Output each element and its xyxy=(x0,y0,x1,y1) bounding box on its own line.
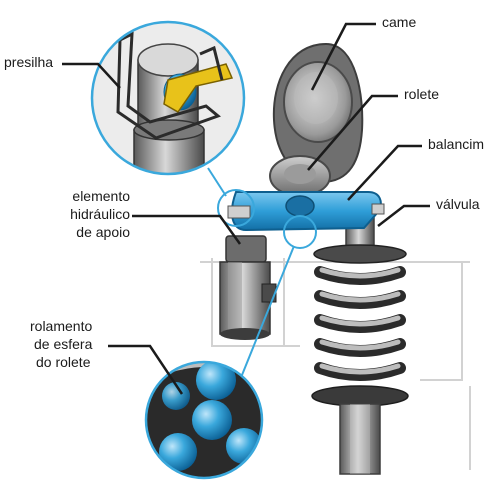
valve-assembly xyxy=(311,207,409,475)
label-elemento-line1: elemento xyxy=(72,188,130,204)
valve-spring xyxy=(314,266,406,381)
roller xyxy=(269,155,331,197)
detail-markers xyxy=(217,189,317,249)
pointer-rolete xyxy=(307,94,398,171)
label-pointers xyxy=(62,22,430,395)
rocker-arm xyxy=(227,191,385,232)
label-rolamento-line2: de esfera xyxy=(34,336,93,352)
pointer-came xyxy=(310,22,376,91)
pointer-valvula xyxy=(377,204,430,227)
label-valvula: válvula xyxy=(436,196,480,212)
label-rolamento-line1: rolamento xyxy=(30,318,93,334)
label-rolete: rolete xyxy=(404,86,440,102)
clip-detail-inset xyxy=(90,20,246,176)
label-elemento-line2: hidráulico xyxy=(70,206,130,222)
label-presilha: presilha xyxy=(4,54,54,70)
label-rolamento-line3: do rolete xyxy=(36,354,91,370)
pointer-elemento xyxy=(132,214,242,245)
hydraulic-support-element xyxy=(219,235,277,340)
pointer-presilha xyxy=(62,62,121,89)
pointer-rolamento xyxy=(108,344,184,395)
detail-connector-lines xyxy=(207,167,295,381)
bearing-detail-inset xyxy=(144,360,264,480)
pointer-balancim xyxy=(347,144,422,201)
label-balancim: balancim xyxy=(428,136,485,152)
cam xyxy=(272,42,364,184)
label-came: came xyxy=(382,14,417,30)
label-elemento-line3: de apoio xyxy=(76,224,130,240)
